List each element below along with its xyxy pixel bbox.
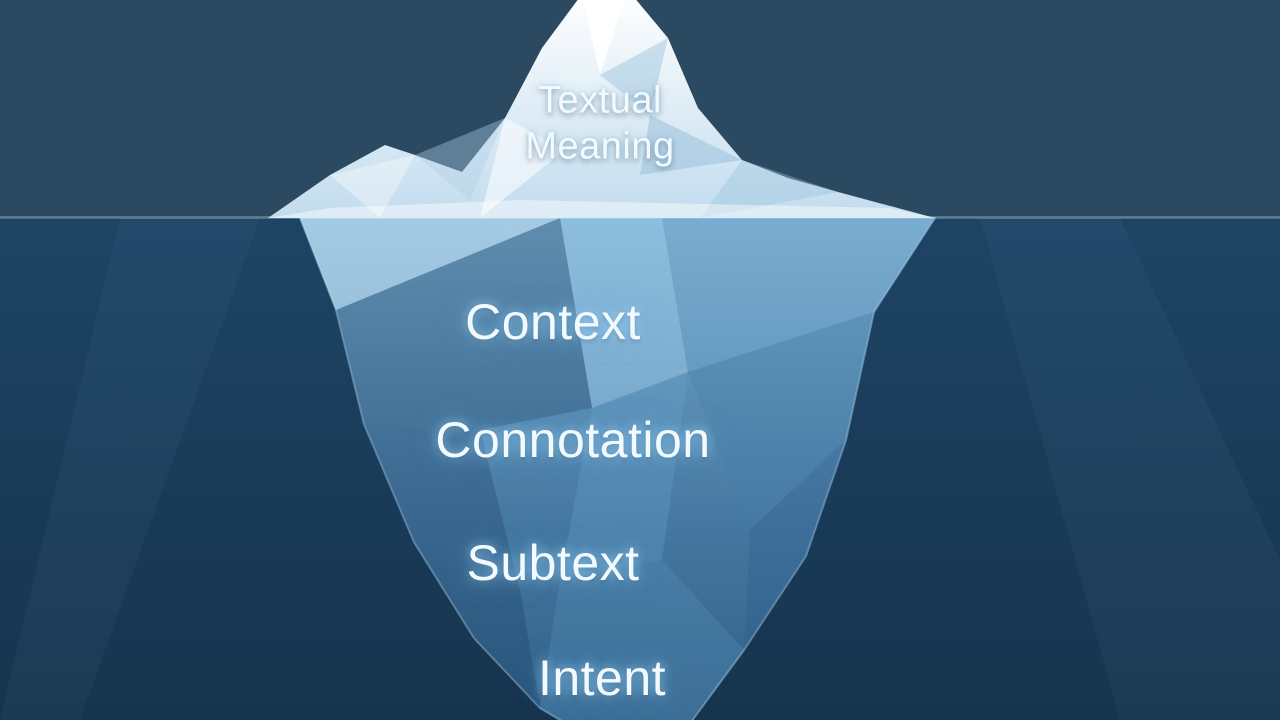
surface-label-line-1: Textual <box>538 79 662 122</box>
iceberg-above-water <box>268 0 935 218</box>
iceberg-below-water <box>298 217 937 720</box>
submerged-label-connotation: Connotation <box>435 412 711 468</box>
light-shaft <box>0 218 260 720</box>
submerged-label-context: Context <box>465 294 641 350</box>
light-shaft <box>980 218 1280 720</box>
surface-label-textual-meaning: Textual Meaning <box>525 78 674 171</box>
submerged-label-subtext: Subtext <box>466 535 640 591</box>
surface-label-line-2: Meaning <box>525 126 675 168</box>
submerged-label-intent: Intent <box>537 650 667 706</box>
